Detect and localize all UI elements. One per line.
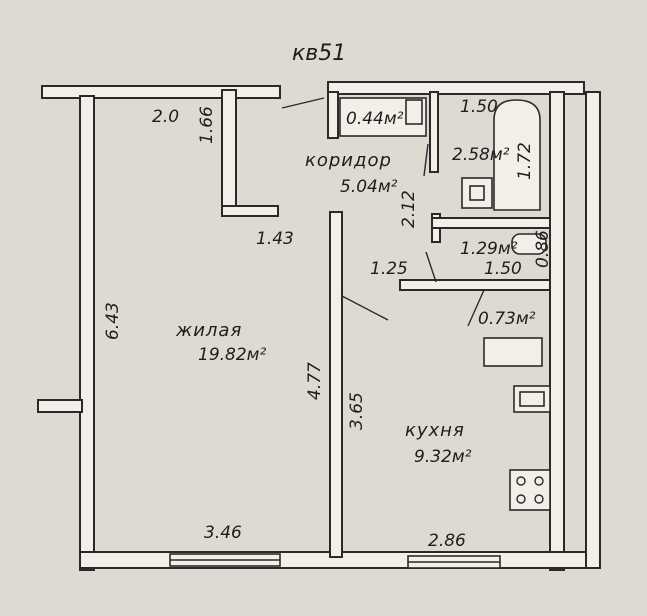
- right-outer-wall: [585, 91, 601, 569]
- bathtub-icon: [493, 99, 541, 211]
- bath-sink-icon: [461, 177, 493, 209]
- dim-living-bottom: 3.46: [204, 523, 242, 543]
- room-name-kitchen: кухня: [405, 420, 465, 441]
- dim-kitchen-bottom: 2.86: [428, 531, 466, 551]
- room-area-living: 19.82м²: [198, 345, 266, 365]
- living-kitchen-wall: [329, 211, 343, 558]
- room-area-kitchen: 9.32м²: [414, 447, 472, 467]
- dim-living-left: 6.43: [103, 302, 123, 340]
- left-wall: [79, 95, 95, 571]
- nook-bottom-wall: [221, 205, 279, 217]
- room-area-closet: 0.44м²: [346, 109, 404, 129]
- room-area-pantry: 0.73м²: [478, 309, 536, 329]
- dim-nook-height: 1.66: [197, 106, 217, 144]
- dim-living-right: 4.77: [305, 362, 325, 400]
- dim-kitchen-left: 3.65: [347, 392, 367, 430]
- door-swing-living: [341, 295, 389, 321]
- room-area-bathroom: 2.58м²: [452, 145, 510, 165]
- dim-nook-width: 1.43: [256, 229, 294, 249]
- bath-toilet-wall: [431, 217, 551, 229]
- dim-toilet-width: 1.50: [484, 259, 522, 279]
- top-wall-right: [327, 81, 585, 95]
- room-name-living: жилая: [175, 320, 242, 341]
- left-wall-stub: [37, 399, 83, 413]
- door-swing-pantry: [467, 289, 485, 327]
- plan-text: кв51 жилая 19.82м² коридор 5.04м² кухня …: [103, 41, 553, 551]
- kitchen-counter-icon: [483, 337, 543, 367]
- dim-bath-height: 1.72: [515, 142, 535, 180]
- dim-living-top: 2.0: [152, 107, 179, 127]
- dim-corridor-width: 1.25: [370, 259, 408, 279]
- door-swing-entrance: [281, 97, 325, 109]
- corridor-kitchen-wall: [399, 279, 551, 291]
- dim-corridor-depth: 2.12: [399, 190, 419, 228]
- door-swings: [281, 97, 485, 327]
- stove-icon: [509, 469, 551, 511]
- toilet-icon: [511, 233, 547, 255]
- interior-walls: [221, 89, 551, 558]
- room-area-toilet: 1.29м²: [460, 239, 518, 259]
- dim-toilet-depth: 0.86: [533, 230, 553, 268]
- nook-wall: [221, 89, 237, 215]
- dim-corridor-upper: 1.50: [460, 97, 498, 117]
- fixtures: [339, 97, 551, 511]
- top-wall-left: [41, 85, 281, 99]
- apartment-number: кв51: [292, 41, 346, 66]
- right-wall: [549, 91, 565, 571]
- door-swing-kitchen: [425, 251, 437, 283]
- room-area-corridor: 5.04м²: [340, 177, 398, 197]
- closet-box: [405, 99, 423, 125]
- room-name-corridor: коридор: [305, 150, 392, 171]
- windows: [169, 553, 501, 569]
- door-swing-bath: [423, 143, 429, 177]
- bath-left-wall: [429, 91, 439, 173]
- closet-left-wall: [327, 91, 339, 139]
